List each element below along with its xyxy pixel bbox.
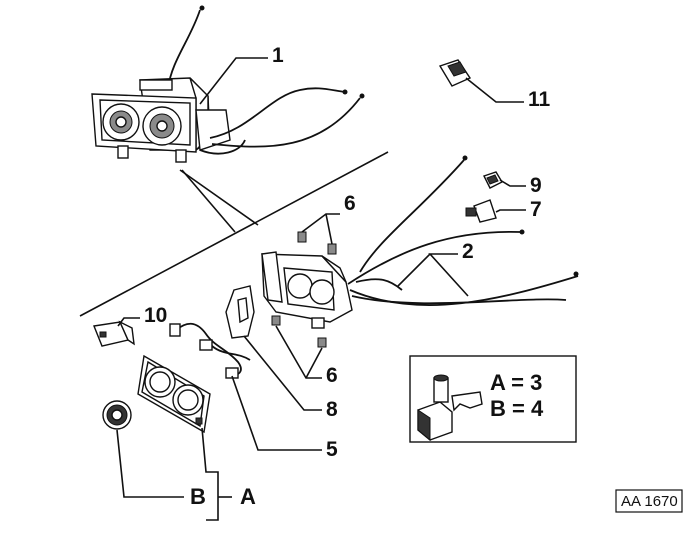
heater-control-body <box>261 251 353 329</box>
callout-9: 9 <box>530 174 542 197</box>
switch-part-10 <box>93 320 135 347</box>
wiring-harness-5 <box>169 322 251 379</box>
legend-b-line: B = 4 <box>490 396 544 421</box>
bulb-part <box>438 59 472 87</box>
callout-7: 7 <box>530 198 542 221</box>
reference-box: AA 1670 <box>615 489 683 513</box>
control-cables <box>347 155 579 306</box>
switch-part-7 <box>465 199 497 223</box>
clips-6-lower <box>271 315 327 348</box>
legend-box: A = 3 B = 4 <box>409 355 577 443</box>
leader-lines <box>116 57 526 521</box>
group-label-b: B <box>190 484 206 509</box>
reference-code: AA 1670 <box>621 493 678 510</box>
knob-part <box>102 400 132 430</box>
callout-8: 8 <box>326 398 338 421</box>
callout-1: 1 <box>272 44 284 67</box>
clip-part-9 <box>483 171 503 189</box>
callout-2: 2 <box>462 240 474 263</box>
parts-kit-icon <box>417 374 483 442</box>
callout-10: 10 <box>144 304 167 327</box>
section-divider-lines <box>79 151 389 317</box>
legend-a-line: A = 3 <box>490 370 542 395</box>
heater-control-assembly <box>91 5 365 163</box>
callout-11: 11 <box>528 88 551 111</box>
callout-6-lower: 6 <box>326 364 338 387</box>
callout-6-upper: 6 <box>344 192 356 215</box>
callout-5: 5 <box>326 438 338 461</box>
callout-numbers: 1 11 9 7 6 2 10 6 8 5 B A <box>144 44 551 509</box>
front-panel-assembly <box>137 354 211 434</box>
group-label-a: A <box>240 484 256 509</box>
bracket-part-8 <box>225 285 255 339</box>
